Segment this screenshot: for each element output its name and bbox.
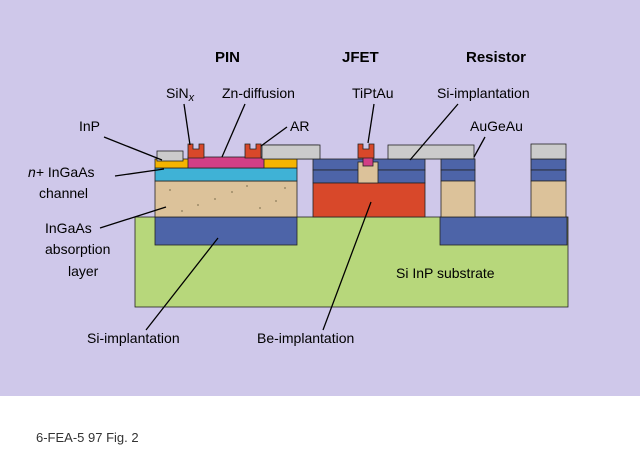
sin-label: SiNx: [166, 85, 195, 104]
tiptau-label: TiPtAu: [352, 85, 394, 101]
pin-heading: PIN: [215, 49, 240, 66]
figure-caption: 6-FEA-5 97 Fig. 2: [36, 430, 139, 445]
leader-inp: [103, 136, 163, 161]
resistor-col-right-top: [530, 158, 567, 171]
sin-cap-jfet-right: [387, 144, 475, 160]
zn-diffusion-label: Zn-diffusion: [222, 85, 295, 101]
si-implantation-bottom-label: Si-implantation: [87, 330, 180, 346]
be-implantation-label: Be-implantation: [257, 330, 354, 346]
leader-absorption: [99, 206, 167, 229]
si-implant-pin: [154, 216, 298, 246]
si-inp-substrate-label: Si InP substrate: [396, 265, 495, 281]
ingaas-absorption-label-1: InGaAs: [45, 220, 92, 236]
leader-be-impl: [322, 201, 372, 331]
pin-contact-right: [244, 143, 262, 159]
sin-cap-jfet-left: [261, 144, 321, 160]
resistor-col-left-mid: [440, 169, 476, 182]
jfet-heading: JFET: [342, 49, 379, 66]
channel-label: channel: [39, 185, 88, 201]
ingaas-channel-layer: [154, 167, 298, 182]
pin-contact-left: [187, 143, 205, 159]
figure-panel: PIN JFET Resistor SiNx Zn-diffusion TiPt…: [0, 0, 640, 396]
be-implant-region: [312, 182, 426, 218]
ar-label: AR: [290, 118, 309, 134]
si-implantation-top-label: Si-implantation: [437, 85, 530, 101]
zn-diffusion-region: [187, 156, 265, 169]
leader-si-impl-bottom: [145, 237, 219, 331]
ingaas-absorption-region: [154, 180, 298, 218]
sin-cap-resistor-right: [530, 143, 567, 160]
ingaas-absorption-label-3: layer: [68, 263, 99, 279]
sin-cap-pin-left: [156, 150, 184, 162]
absorption-dots: [169, 185, 286, 212]
resistor-col-right-mid: [530, 169, 567, 182]
si-implant-resistor: [439, 216, 568, 246]
leader-ar: [260, 126, 288, 147]
n-plus-ingaas-label: n+ InGaAs: [28, 164, 95, 180]
leader-sin: [183, 103, 191, 146]
leader-zn-diffusion: [221, 103, 246, 158]
leader-augeau: [473, 136, 486, 158]
inp-label: InP: [79, 118, 100, 134]
resistor-col-left-base: [440, 180, 476, 218]
tiptau-gate-contact: [357, 143, 375, 159]
leader-lines: [99, 103, 486, 331]
leader-si-impl-top: [409, 103, 459, 161]
leader-ingaas-channel: [114, 168, 165, 177]
device-cross-section-diagram: PIN JFET Resistor SiNx Zn-diffusion TiPt…: [28, 49, 569, 346]
leader-tiptau: [367, 103, 375, 144]
ingaas-absorption-label-2: absorption: [45, 241, 110, 257]
resistor-col-right-base: [530, 180, 567, 218]
resistor-heading: Resistor: [466, 49, 526, 66]
resistor-col-left-top: [440, 158, 476, 171]
augeau-label: AuGeAu: [470, 118, 523, 134]
